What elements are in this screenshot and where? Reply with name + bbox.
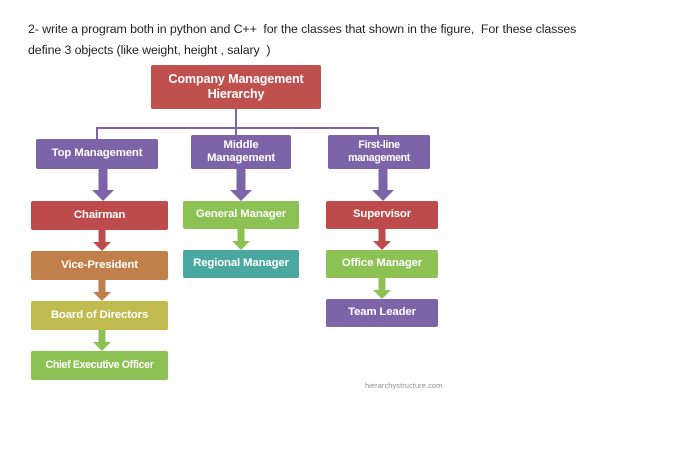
exercise-prompt: 2- write a program both in python and C+… <box>28 19 648 61</box>
node-chairman: Chairman <box>31 201 168 230</box>
node-top-management: Top Management <box>36 139 158 169</box>
connector-drop-middle <box>235 127 237 139</box>
prompt-line-1: 2- write a program both in python and C+… <box>28 22 577 36</box>
node-board-of-directors: Board of Directors <box>31 301 168 330</box>
arrow-general-manager-to-regional-manager <box>232 229 250 250</box>
connector-title-stem <box>235 109 237 127</box>
arrow-first-line-management-to-supervisor <box>372 169 394 201</box>
arrow-supervisor-to-office-manager <box>373 229 391 250</box>
node-company-management-hierarchy: Company Management Hierarchy <box>151 65 321 109</box>
node-vice-president: Vice-President <box>31 251 168 280</box>
node-team-leader: Team Leader <box>326 299 438 327</box>
arrow-chairman-to-vice-president <box>93 230 111 251</box>
connector-drop-right <box>377 127 379 139</box>
arrow-office-manager-to-team-leader <box>373 278 391 299</box>
arrow-top-management-to-chairman <box>92 169 114 201</box>
company-management-hierarchy-diagram: Company Management Hierarchy Top Managem… <box>0 58 689 403</box>
arrow-middle-management-to-general-manager <box>230 169 252 201</box>
watermark-label: hierarchystructure.com <box>365 381 443 390</box>
arrow-vice-president-to-board-of-directors <box>93 280 111 301</box>
arrow-board-of-directors-to-chief-executive-officer <box>93 330 111 351</box>
prompt-line-2: define 3 objects (like weight, height , … <box>28 43 271 57</box>
node-regional-manager: Regional Manager <box>183 250 299 278</box>
connector-horizontal-bar <box>96 127 379 129</box>
node-supervisor: Supervisor <box>326 201 438 229</box>
connector-drop-left <box>96 127 98 139</box>
node-first-line-management: First-line management <box>328 135 430 169</box>
node-chief-executive-officer: Chief Executive Officer <box>31 351 168 380</box>
node-general-manager: General Manager <box>183 201 299 229</box>
node-middle-management: Middle Management <box>191 135 291 169</box>
node-office-manager: Office Manager <box>326 250 438 278</box>
